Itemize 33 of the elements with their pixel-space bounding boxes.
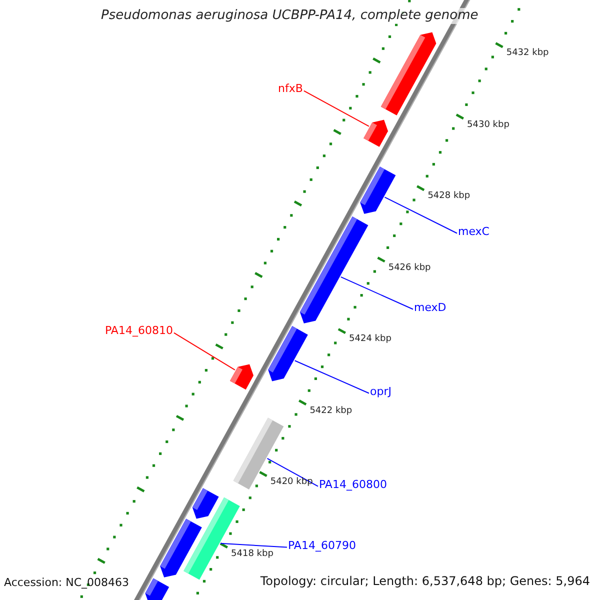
tick-label: 5422 kbp [310,406,352,417]
leader-line [173,332,236,370]
tick-label: 5428 kbp [428,192,470,202]
leader-line [340,276,414,310]
tick-label: 5432 kbp [506,49,549,60]
gene-label: PA14_60800 [319,479,387,492]
gene-block [360,166,396,214]
gene-block [160,518,202,578]
leader-line [266,458,318,487]
gene-label: nfxB [278,83,303,96]
leader-line [220,542,288,548]
gene-label: oprJ [370,386,392,398]
tick-label: 5418 kbp [231,550,274,560]
tick-label: 5424 kbp [349,335,392,346]
gene-block [300,216,368,324]
tick-label: 5430 kbp [467,120,510,131]
gene-block [192,488,219,519]
gene-label: mexD [414,302,446,314]
leader-line [303,90,370,127]
gene-block [380,32,436,116]
gene-block [145,578,170,600]
gene-label: PA14_60810 [105,325,173,338]
tick-label: 5420 kbp [270,478,313,488]
leader-line [384,196,458,234]
gene-label: PA14_60790 [288,540,356,552]
gene-block [364,120,388,147]
genome-summary: Topology: circular; Length: 6,537,648 bp; Genes: 5,964 [260,575,590,588]
gene-label: mexC [458,226,490,238]
accession-text: Accession: NC_008463 [4,577,130,590]
gene-block [230,364,254,390]
leader-line [294,360,370,394]
tick-label: 5426 kbp [388,264,431,274]
gene-block [268,326,308,382]
